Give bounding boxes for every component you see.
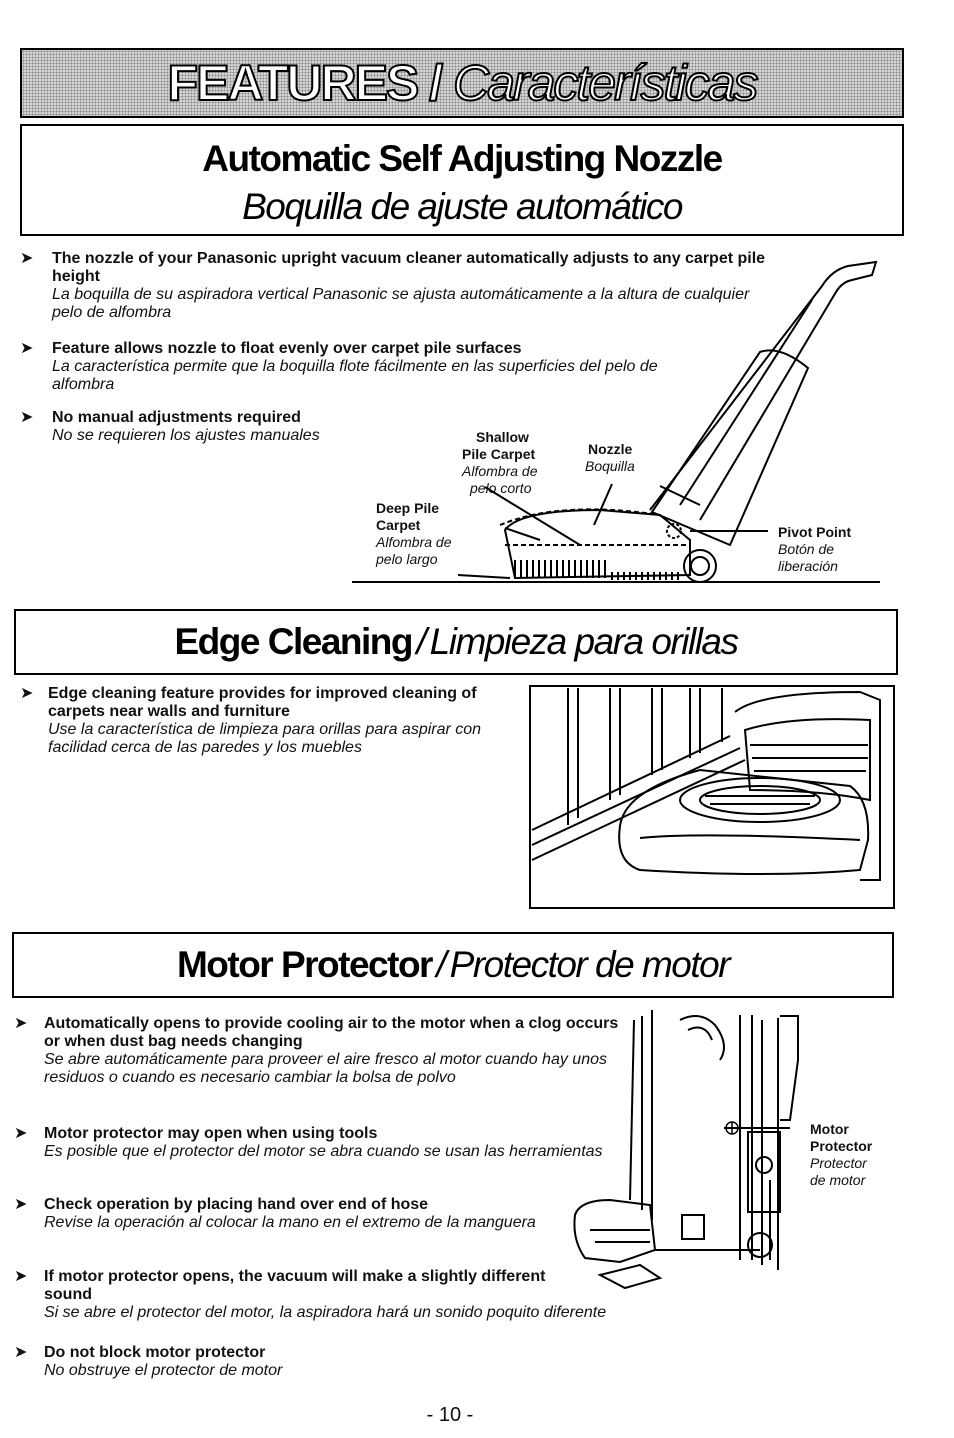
motor-label-es-1: Protector [810, 1155, 867, 1171]
edge-title-en: Edge Cleaning [174, 621, 414, 662]
deep-label-es-2: pelo largo [376, 551, 438, 567]
motor-bullet-2: ➤ Motor protector may open when using to… [14, 1125, 624, 1161]
arrowhead-bullet-icon: ➤ [14, 1268, 28, 1285]
pivot-label-en: Pivot Point [778, 524, 852, 540]
nozzle-section-header: Automatic Self Adjusting Nozzle Boquilla… [20, 124, 904, 236]
motor-section-header: Motor Protector / Protector de motor [12, 932, 894, 998]
motor-bullet-3-en: Check operation by placing hand over end… [44, 1196, 429, 1213]
shallow-label-en-2: Pile Carpet [462, 446, 536, 462]
nozzle-title-es: Boquilla de ajuste automático [242, 186, 683, 227]
nozzle-bullet-2-en: Feature allows nozzle to float evenly ov… [52, 340, 522, 357]
arrowhead-bullet-icon: ➤ [14, 1125, 28, 1142]
motor-title-separator: / [436, 944, 446, 985]
motor-bullet-5-en: Do not block motor protector [44, 1344, 266, 1361]
nozzle-bullet-1-es: La boquilla de su aspiradora vertical Pa… [52, 286, 750, 321]
shallow-pile-label: Shallow Pile Carpet Alfombra de pelo cor… [462, 429, 537, 497]
motor-bullet-2-es: Es posible que el protector del motor se… [44, 1143, 603, 1160]
nozzle-bullet-1-en: The nozzle of your Panasonic upright vac… [52, 250, 766, 285]
motor-bullet-2-en: Motor protector may open when using tool… [44, 1125, 378, 1142]
edge-title: Edge Cleaning / Limpieza para orillas [16, 621, 896, 663]
shallow-label-es-1: Alfombra de [462, 463, 538, 479]
arrowhead-bullet-icon: ➤ [20, 409, 34, 426]
pivot-label-es-1: Botón de [778, 541, 835, 557]
nozzle-part-label: Nozzle Boquilla [585, 441, 635, 475]
nozzle-bullet-3: ➤ No manual adjustments required No se r… [20, 409, 420, 445]
motor-bullet-3-es: Revise la operación al colocar la mano e… [44, 1214, 536, 1231]
edge-bullet-en: Edge cleaning feature provides for impro… [48, 685, 477, 720]
deep-label-es-1: Alfombra de [376, 534, 452, 550]
motor-title-en: Motor Protector [176, 944, 434, 985]
banner-title-en: FEATURES [167, 54, 421, 112]
edge-title-es: Limpieza para orillas [429, 621, 739, 662]
edge-section-header: Edge Cleaning / Limpieza para orillas [14, 609, 898, 675]
edge-bullet-es: Use la característica de limpieza para o… [48, 721, 482, 756]
motor-title-es: Protector de motor [449, 944, 731, 985]
motor-bullet-3: ➤ Check operation by placing hand over e… [14, 1196, 574, 1232]
arrowhead-bullet-icon: ➤ [20, 250, 34, 267]
nozzle-bullet-1: ➤ The nozzle of your Panasonic upright v… [20, 250, 790, 322]
pivot-label-es-2: liberación [778, 558, 838, 574]
nozzle-bullet-2: ➤ Feature allows nozzle to float evenly … [20, 340, 700, 394]
nozzle-bullet-3-en: No manual adjustments required [52, 409, 301, 426]
motor-label-en-2: Protector [810, 1138, 873, 1154]
arrowhead-bullet-icon: ➤ [20, 685, 34, 702]
arrowhead-bullet-icon: ➤ [14, 1015, 28, 1032]
motor-label-es-2: de motor [810, 1172, 866, 1188]
page-number: - 10 - [426, 1404, 474, 1426]
motor-bullet-1-es: Se abre automáticamente para proveer el … [44, 1051, 607, 1086]
features-banner: FEATURES / Características [20, 48, 904, 118]
motor-bullet-4: ➤ If motor protector opens, the vacuum w… [14, 1268, 774, 1322]
motor-label-en-1: Motor [810, 1121, 849, 1137]
arrowhead-bullet-icon: ➤ [20, 340, 34, 357]
deep-pile-label: Deep Pile Carpet Alfombra de pelo largo [376, 500, 451, 568]
nozzle-bullet-2-es: La característica permite que la boquill… [52, 358, 658, 393]
nozzle-title-en: Automatic Self Adjusting Nozzle [202, 138, 723, 179]
shallow-label-es-2: pelo corto [470, 480, 532, 496]
motor-bullet-4-es: Si se abre el protector del motor, la as… [44, 1304, 607, 1321]
edge-title-separator: / [416, 621, 426, 662]
motor-bullet-5: ➤ Do not block motor protector No obstru… [14, 1344, 514, 1380]
pivot-point-label: Pivot Point Botón de liberación [778, 524, 851, 575]
motor-bullet-1: ➤ Automatically opens to provide cooling… [14, 1015, 624, 1087]
nozzle-label-en: Nozzle [588, 441, 633, 457]
motor-bullet-1-en: Automatically opens to provide cooling a… [44, 1015, 619, 1050]
motor-bullet-5-es: No obstruye el protector de motor [44, 1362, 283, 1379]
shallow-label-en-1: Shallow [476, 429, 529, 445]
nozzle-bullet-3-es: No se requieren los ajustes manuales [52, 427, 320, 444]
arrowhead-bullet-icon: ➤ [14, 1196, 28, 1213]
banner-separator: / [428, 54, 444, 112]
motor-title: Motor Protector / Protector de motor [14, 944, 892, 986]
arrowhead-bullet-icon: ➤ [14, 1344, 28, 1361]
banner-title: FEATURES / Características [167, 54, 760, 112]
nozzle-label-es: Boquilla [585, 458, 635, 474]
motor-bullet-4-en: If motor protector opens, the vacuum wil… [44, 1268, 546, 1303]
deep-label-en-1: Deep Pile [376, 500, 440, 516]
banner-title-es: Características [452, 54, 759, 112]
edge-bullet: ➤ Edge cleaning feature provides for imp… [20, 685, 500, 757]
deep-label-en-2: Carpet [376, 517, 421, 533]
motor-protector-label: Motor Protector Protector de motor [810, 1121, 872, 1189]
